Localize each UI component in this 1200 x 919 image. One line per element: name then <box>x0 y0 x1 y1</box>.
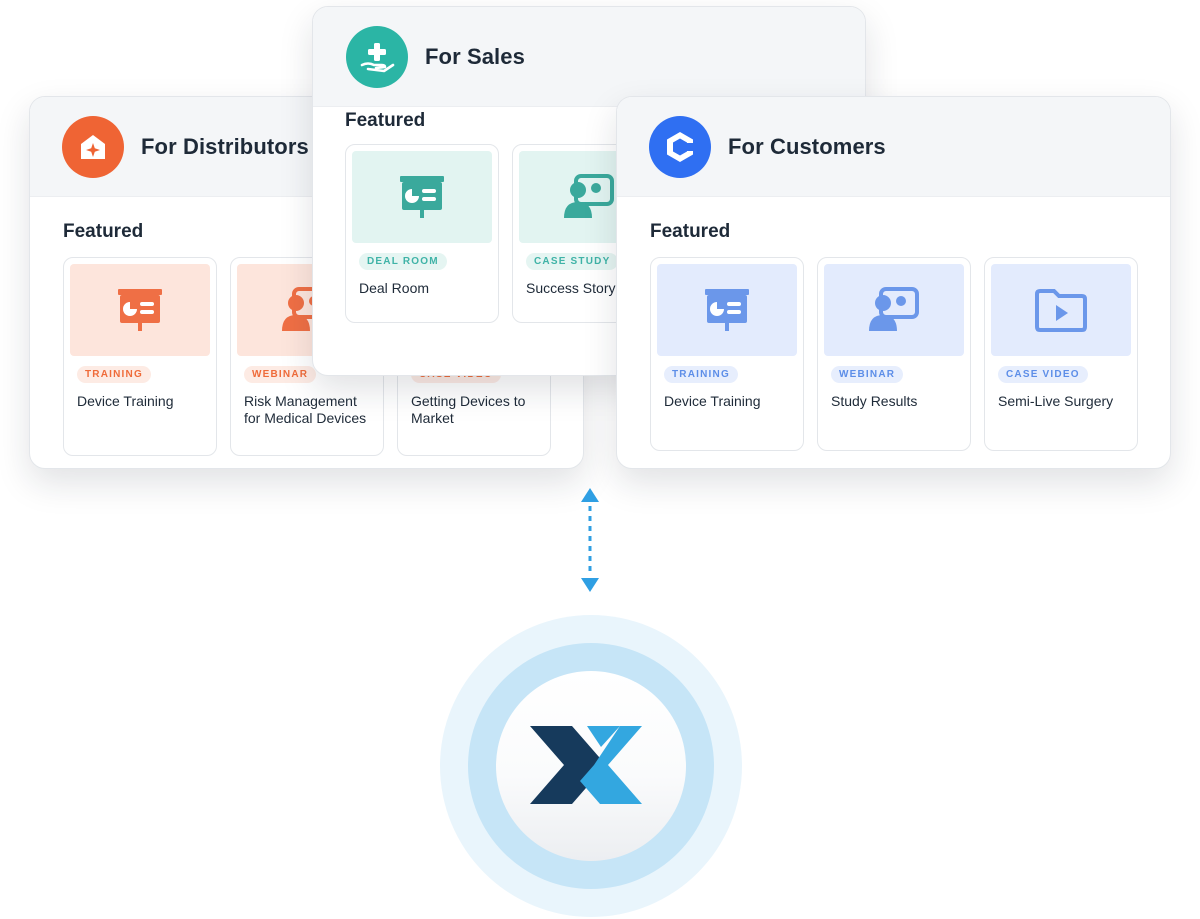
video-folder-icon <box>991 264 1131 356</box>
card-title: Study Results <box>831 393 918 409</box>
presentation-board-icon <box>352 151 492 243</box>
card-title: Getting Devices to Market <box>411 393 526 426</box>
card-title: Success Story <box>526 280 616 296</box>
bidirectional-arrow-icon <box>577 486 603 601</box>
presentation-board-icon <box>657 264 797 356</box>
customers-card-study-results[interactable]: WEBINAR Study Results <box>817 257 971 451</box>
hand-plus-icon <box>346 25 408 88</box>
presentation-board-icon <box>70 264 210 356</box>
card-title: Deal Room <box>359 280 430 296</box>
card-title: Device Training <box>664 393 761 409</box>
card-title: Device Training <box>77 393 174 409</box>
tag-badge: TRAINING <box>664 366 738 383</box>
distributors-card-device-training[interactable]: TRAINING Device Training <box>63 257 217 456</box>
card-title: Risk Management for Medical Devices <box>244 393 367 426</box>
sales-card-deal-room[interactable]: DEAL ROOM Deal Room <box>345 144 499 323</box>
tag-badge: CASE STUDY <box>526 253 619 270</box>
customers-card-device-training[interactable]: TRAINING Device Training <box>650 257 804 451</box>
customers-header: For Customers <box>617 97 1170 197</box>
distributors-featured-label: Featured <box>63 221 144 242</box>
customers-panel: For Customers Featured TRAINING Device T… <box>616 96 1171 469</box>
c-logo-icon <box>649 115 711 178</box>
tag-badge: CASE VIDEO <box>998 366 1088 383</box>
distributors-title: For Distributors <box>141 133 309 159</box>
customers-card-semi-live-surgery[interactable]: CASE VIDEO Semi-Live Surgery <box>984 257 1138 451</box>
sales-featured-label: Featured <box>345 110 426 131</box>
users-screen-icon <box>824 264 964 356</box>
tag-badge: TRAINING <box>77 366 151 383</box>
card-title: Semi-Live Surgery <box>998 393 1114 409</box>
sales-header: For Sales <box>313 7 865 107</box>
tag-badge: WEBINAR <box>244 366 317 383</box>
tag-badge: WEBINAR <box>831 366 904 383</box>
customers-featured-label: Featured <box>650 221 731 242</box>
home-sparkle-icon <box>62 115 124 178</box>
sales-title: For Sales <box>425 43 525 69</box>
customers-title: For Customers <box>728 133 886 159</box>
brand-logo-badge <box>440 615 742 917</box>
x-brand-logo <box>524 723 648 812</box>
tag-badge: DEAL ROOM <box>359 253 447 270</box>
